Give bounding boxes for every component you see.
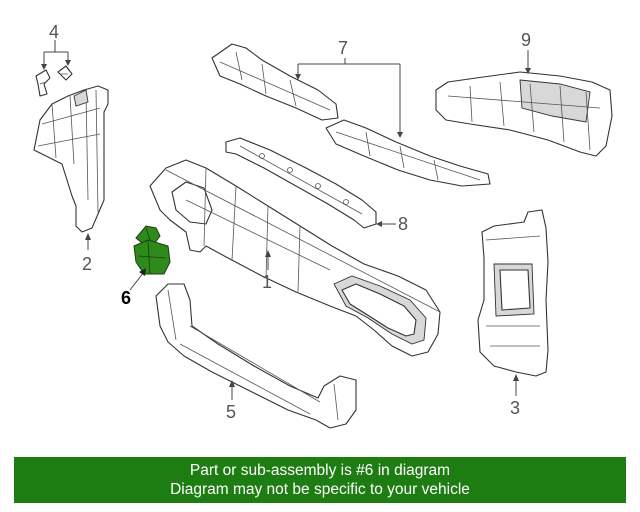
arrow-2 xyxy=(85,233,91,240)
arrow-9 xyxy=(525,68,531,74)
callout-5: 5 xyxy=(226,402,236,422)
callout-8: 8 xyxy=(398,214,408,234)
info-banner: Part or sub-assembly is #6 in diagram Di… xyxy=(14,457,626,503)
part-6-highlighted-bracket xyxy=(133,225,171,275)
callout-1: 1 xyxy=(262,272,272,292)
part-7-upper-air-deflectors xyxy=(211,43,491,187)
part-1-radiator-support xyxy=(149,159,441,357)
arrow-3 xyxy=(513,374,519,381)
arrow-7a xyxy=(295,74,301,80)
arrow-5 xyxy=(229,380,235,387)
part-5-lower-support xyxy=(155,283,357,429)
part-8-bracket xyxy=(225,137,377,229)
leader-4 xyxy=(43,40,69,68)
leader-7 xyxy=(297,58,401,134)
part-4-clips xyxy=(35,65,73,97)
part-2-side-air-deflector xyxy=(33,85,109,233)
callout-7: 7 xyxy=(338,38,348,58)
banner-line-1: Part or sub-assembly is #6 in diagram xyxy=(189,462,451,479)
part-9-duct-assembly xyxy=(435,71,613,157)
callout-6: 6 xyxy=(121,288,131,308)
callout-3: 3 xyxy=(510,398,520,418)
callout-4: 4 xyxy=(49,22,59,42)
leader-6 xyxy=(129,271,145,291)
part-3-side-shield xyxy=(477,209,549,377)
arrow-1 xyxy=(265,250,271,257)
callout-9: 9 xyxy=(521,30,531,50)
parts-diagram: 4 2 7 9 8 xyxy=(33,22,613,429)
arrow-4b xyxy=(65,60,71,66)
arrow-6 xyxy=(139,268,146,276)
arrow-4a xyxy=(41,64,47,70)
callout-2: 2 xyxy=(82,254,92,274)
arrow-7b xyxy=(397,132,403,138)
arrow-8 xyxy=(376,221,382,227)
banner-line-2: Diagram may not be specific to your vehi… xyxy=(170,481,470,498)
